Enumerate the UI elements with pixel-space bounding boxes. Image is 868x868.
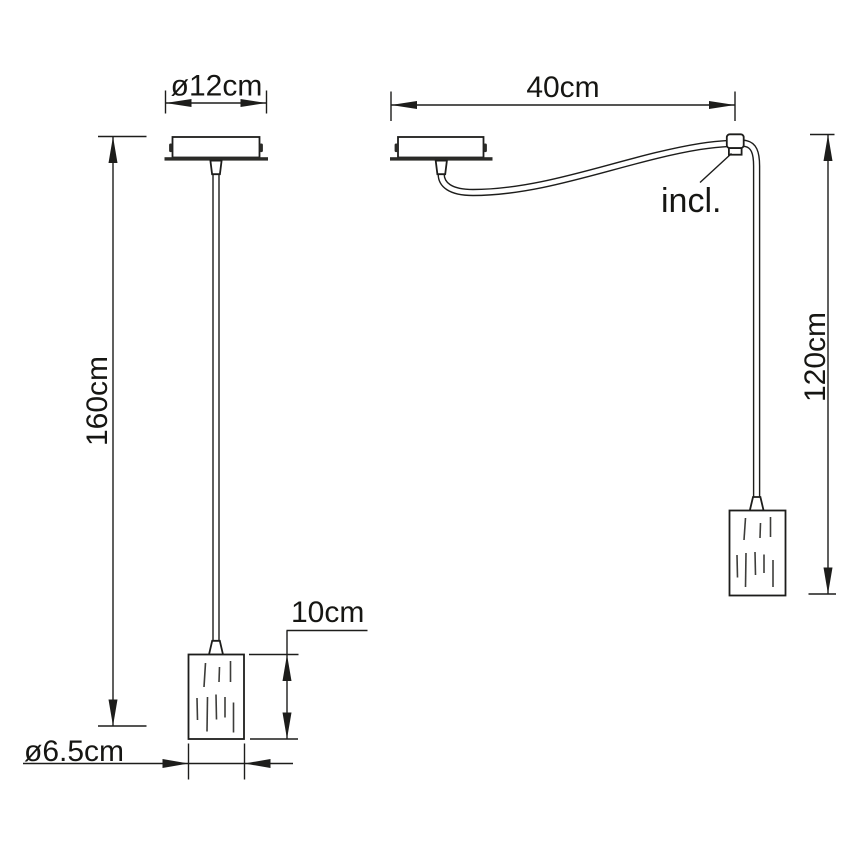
texture-stroke <box>203 662 207 688</box>
leader-line <box>699 152 732 184</box>
dimension-label: 10cm <box>291 596 364 629</box>
arrowhead-left <box>244 759 271 768</box>
arrowhead-left <box>391 101 417 109</box>
arrowhead-left <box>165 99 192 107</box>
arrowhead-down <box>282 712 292 739</box>
cord-grip <box>209 159 223 176</box>
dimension-label: ø12cm <box>171 70 263 103</box>
dimension-label: ø6.5cm <box>24 735 124 768</box>
arrowhead-up <box>108 136 118 163</box>
dimension-label: 160cm <box>81 356 114 446</box>
swept-cable-core <box>438 140 759 498</box>
cable-clamp-base <box>728 147 743 156</box>
canopy-flange <box>164 157 268 161</box>
arrowhead-up <box>823 134 833 161</box>
dimension-height-left: 160cm <box>81 135 147 727</box>
lamp-shade <box>728 509 787 597</box>
canopy-screw-right <box>259 143 263 153</box>
dimension-shade-diameter: ø6.5cm <box>23 735 293 780</box>
dimension-shade-height: 10cm <box>249 596 368 740</box>
included-note: incl. <box>661 152 732 220</box>
lamp-socket <box>748 496 765 512</box>
arrowhead-down <box>108 699 118 726</box>
texture-stroke <box>736 554 739 578</box>
ceiling-canopy <box>397 136 485 159</box>
cable-clamp <box>725 133 745 150</box>
arrowhead-right <box>162 759 189 768</box>
texture-stroke <box>218 666 221 683</box>
texture-stroke <box>196 697 199 721</box>
canopy-screw-left <box>394 143 398 153</box>
canopy-screw-left <box>169 143 173 153</box>
texture-stroke <box>206 696 209 732</box>
dimension-label: 120cm <box>799 312 832 402</box>
shade-texture <box>736 517 774 588</box>
arrowhead-down <box>823 567 833 594</box>
texture-stroke <box>743 517 747 541</box>
texture-stroke <box>754 551 757 576</box>
texture-stroke <box>759 522 762 539</box>
arrowhead-up <box>282 654 292 681</box>
canopy-flange <box>390 157 493 161</box>
dimension-span: 40cm <box>390 71 736 121</box>
dimension-height-right: 120cm <box>799 133 836 595</box>
dimension-label: 40cm <box>526 71 599 104</box>
arrowhead-right <box>240 99 267 107</box>
included-label: incl. <box>661 182 721 220</box>
texture-stroke <box>744 552 747 588</box>
lamp-socket <box>207 639 225 656</box>
dimension-canopy-diameter: ø12cm <box>164 70 268 114</box>
ceiling-canopy <box>171 136 261 159</box>
offset-view <box>390 133 787 597</box>
cord-grip <box>434 159 448 176</box>
canopy-screw-right <box>483 143 487 153</box>
shade-texture <box>196 661 235 733</box>
arrowhead-right <box>709 101 735 109</box>
texture-stroke <box>215 694 218 720</box>
front-view <box>164 136 268 740</box>
